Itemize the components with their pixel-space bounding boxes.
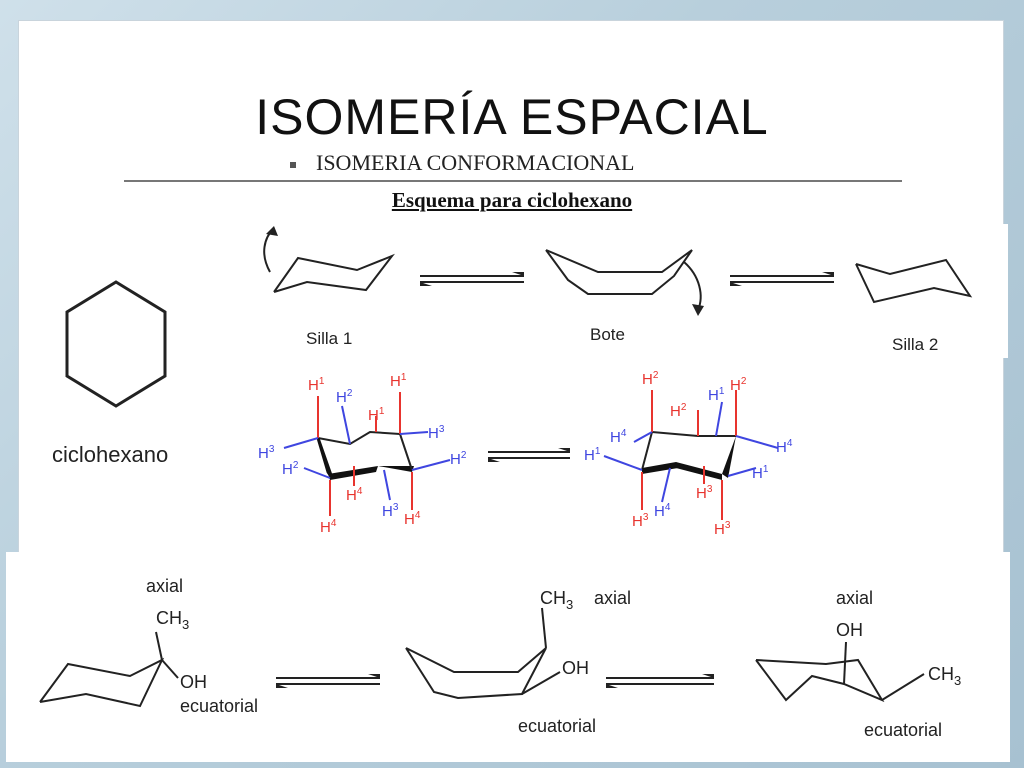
eq-arrow-4-top-head: [368, 674, 380, 678]
svg-text:H3: H3: [696, 484, 713, 502]
slide-title: ISOMERÍA ESPACIAL: [255, 89, 769, 145]
svg-text:H2: H2: [642, 370, 659, 388]
molecule-right: axial OH CH3 ecuatorial: [755, 588, 961, 740]
svg-text:H1: H1: [308, 376, 325, 394]
svg-text:H3: H3: [382, 502, 399, 520]
conformation-panel: Silla 1 Bote Silla 2: [222, 224, 1008, 358]
svg-text:OH: OH: [180, 672, 207, 692]
svg-text:H4: H4: [776, 438, 793, 456]
bote-ring: [545, 249, 693, 295]
bote-label: Bote: [590, 325, 625, 344]
molecule-left: axial CH3 OH ecuatorial: [39, 576, 258, 716]
title-divider: [124, 180, 902, 182]
eq-arrow-2-bottom-head: [730, 282, 742, 286]
diagram-subtitle: Esquema para ciclohexano: [391, 188, 633, 212]
svg-text:H2: H2: [282, 460, 299, 478]
eq-arrow-3-bottom-head: [488, 458, 500, 462]
svg-text:H1: H1: [390, 372, 407, 390]
bullet-line: ISOMERIA CONFORMACIONAL: [290, 150, 634, 176]
substituted-panel: axial CH3 OH ecuatorial CH3 axial OH ecu…: [6, 552, 1010, 762]
svg-text:H4: H4: [654, 502, 671, 520]
substituted-svg: axial CH3 OH ecuatorial CH3 axial OH ecu…: [39, 576, 961, 740]
eq-arrow-4-bottom-head: [276, 684, 288, 688]
svg-text:OH: OH: [562, 658, 589, 678]
eq-arrow-2-top-head: [822, 272, 834, 276]
svg-text:H2: H2: [450, 450, 467, 468]
eq-arrow-1-top-head: [512, 272, 524, 276]
svg-text:OH: OH: [836, 620, 863, 640]
eq-arrow-3-top-head: [558, 448, 570, 452]
svg-text:axial: axial: [146, 576, 183, 596]
svg-text:H3: H3: [428, 424, 445, 442]
silla1-label: Silla 1: [306, 329, 352, 348]
svg-text:H1: H1: [584, 446, 601, 464]
svg-text:H2: H2: [730, 376, 747, 394]
cyclohexane-panel: ciclohexano: [20, 256, 220, 512]
svg-text:ecuatorial: ecuatorial: [180, 696, 258, 716]
cyclohexane-label: ciclohexano: [52, 442, 168, 467]
svg-text:CH3: CH3: [156, 608, 189, 632]
hydrogen-panel: H1 H2 H1 H1 H3 H2 H3 H2 H4 H3 H4 H4: [222, 360, 998, 550]
chair-right: H2 H2 H1 H2 H4 H1 H4 H1 H3 H4 H3 H3: [584, 370, 793, 538]
svg-text:H2: H2: [336, 388, 353, 406]
svg-text:H1: H1: [752, 464, 769, 482]
cyclohexane-hexagon-svg: ciclohexano: [52, 280, 168, 467]
cyclohexane-hexagon: [65, 280, 167, 408]
svg-text:H2: H2: [670, 402, 687, 420]
svg-text:CH3: CH3: [540, 588, 573, 612]
silla2-label: Silla 2: [892, 335, 938, 354]
bullet-text: ISOMERIA CONFORMACIONAL: [316, 150, 635, 175]
eq-arrow-5-top-head: [702, 674, 714, 678]
flip-arrowhead-icon: [266, 226, 278, 236]
flip-arrow-2-icon: [683, 261, 702, 311]
svg-text:H3: H3: [714, 520, 731, 538]
svg-text:CH3: CH3: [928, 664, 961, 688]
svg-text:H3: H3: [258, 444, 275, 462]
svg-text:axial: axial: [594, 588, 631, 608]
svg-text:H4: H4: [346, 486, 363, 504]
svg-text:axial: axial: [836, 588, 873, 608]
flip-arrowhead-2-icon: [692, 304, 704, 316]
chair-left: H1 H2 H1 H1 H3 H2 H3 H2 H4 H3 H4 H4: [258, 372, 467, 536]
eq-arrow-5-bottom-head: [606, 684, 618, 688]
svg-text:ecuatorial: ecuatorial: [864, 720, 942, 740]
svg-text:H4: H4: [610, 428, 627, 446]
silla2-ring: [855, 258, 973, 304]
conformation-svg: Silla 1 Bote Silla 2: [263, 226, 973, 354]
silla1-ring: [273, 253, 396, 293]
svg-text:H1: H1: [708, 386, 725, 404]
svg-text:ecuatorial: ecuatorial: [518, 716, 596, 736]
eq-arrow-1-bottom-head: [420, 282, 432, 286]
hydrogen-svg: H1 H2 H1 H1 H3 H2 H3 H2 H4 H3 H4 H4: [258, 370, 793, 538]
svg-text:H4: H4: [320, 518, 337, 536]
svg-text:H3: H3: [632, 512, 649, 530]
molecule-middle: CH3 axial OH ecuatorial: [405, 588, 631, 736]
bullet-square-icon: [290, 161, 296, 168]
svg-text:H4: H4: [404, 510, 421, 528]
svg-text:H1: H1: [368, 406, 385, 424]
